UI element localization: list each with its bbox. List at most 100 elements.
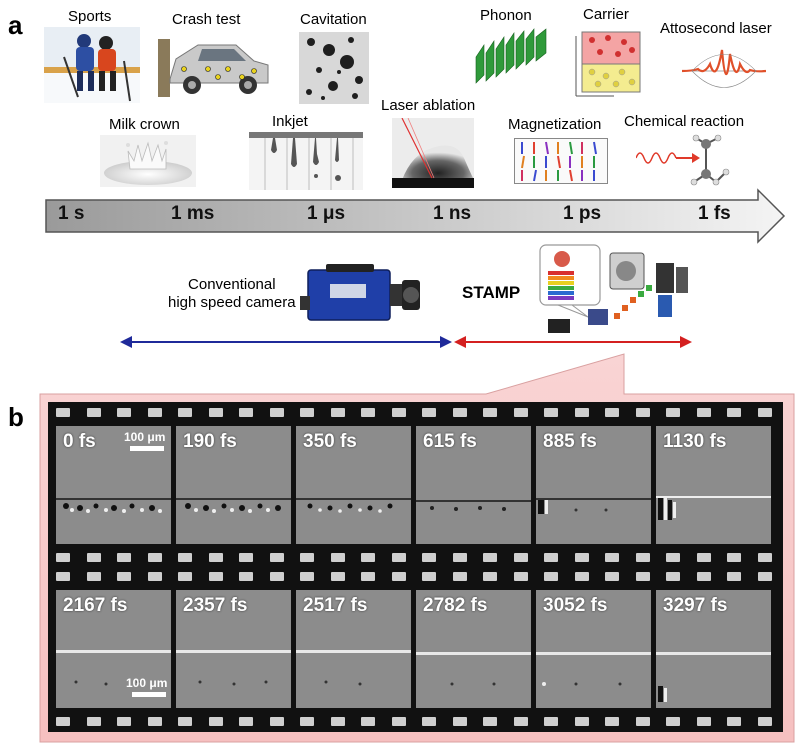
frame-row2-5: 3297 fs bbox=[656, 590, 771, 708]
film-sprocket-hole bbox=[147, 717, 162, 726]
scale-bar bbox=[130, 446, 164, 451]
chemical-reaction-image bbox=[636, 134, 730, 186]
frame-row1-4: 885 fs bbox=[536, 426, 651, 544]
film-sprocket-hole bbox=[483, 408, 497, 417]
frame-row2-0: 2167 fs 100 μm bbox=[56, 590, 171, 708]
film-sprocket-hole bbox=[513, 717, 528, 726]
film-sprocket-hole bbox=[147, 572, 162, 581]
frame-time-label: 2167 fs bbox=[63, 595, 128, 616]
frame-row1-1: 190 fs bbox=[176, 426, 291, 544]
film-sprocket-hole bbox=[330, 717, 345, 726]
film-sprocket-hole bbox=[86, 717, 101, 726]
film-sprocket-hole bbox=[605, 572, 619, 581]
label-magnetization: Magnetization bbox=[508, 116, 602, 133]
label-conventional-camera: Conventional high speed camera bbox=[168, 276, 296, 312]
sports-image bbox=[44, 27, 140, 103]
timescale-tick-1fs: 1 fs bbox=[698, 203, 731, 224]
film-sprocket-hole bbox=[361, 408, 375, 417]
film-sprocket-hole bbox=[117, 717, 131, 726]
film-sprocket-hole bbox=[727, 717, 741, 726]
film-sprocket-hole bbox=[391, 408, 406, 417]
film-sprocket-hole bbox=[86, 553, 101, 562]
film-sprocket-hole bbox=[56, 717, 70, 726]
film-sprocket-hole bbox=[757, 717, 772, 726]
film-sprocket-hole bbox=[361, 572, 375, 581]
film-sprocket-hole bbox=[635, 553, 650, 562]
film-sprocket-hole bbox=[757, 572, 772, 581]
film-sprocket-hole bbox=[544, 717, 558, 726]
label-chemical-reaction: Chemical reaction bbox=[624, 113, 745, 130]
film-sprocket-hole bbox=[422, 408, 436, 417]
frame-row2-1: 2357 fs bbox=[176, 590, 291, 708]
film-sprocket-hole bbox=[208, 553, 223, 562]
label-stamp: STAMP bbox=[462, 283, 521, 302]
film-sprocket-hole bbox=[208, 717, 223, 726]
film-sprocket-hole bbox=[483, 572, 497, 581]
high-speed-camera-image bbox=[300, 264, 420, 321]
film-sprocket-hole bbox=[544, 553, 558, 562]
frame-time-label: 2782 fs bbox=[423, 595, 488, 616]
film-sprocket-hole bbox=[574, 717, 589, 726]
label-carrier: Carrier bbox=[583, 6, 629, 23]
film-sprocket-hole bbox=[86, 408, 101, 417]
film-sprocket-hole bbox=[330, 572, 345, 581]
film-sprocket-hole bbox=[269, 408, 284, 417]
frame-time-label: 615 fs bbox=[423, 431, 477, 452]
film-sprocket-hole bbox=[330, 553, 345, 562]
label-laser-ablation: Laser ablation bbox=[381, 97, 476, 114]
film-sprocket-hole bbox=[300, 553, 314, 562]
frame-time-label: 2357 fs bbox=[183, 595, 248, 616]
film-sprocket-hole bbox=[239, 717, 253, 726]
film-sprocket-hole bbox=[666, 553, 680, 562]
attosecond-laser-image bbox=[682, 49, 766, 88]
label-attosecond-laser: Attosecond laser bbox=[660, 20, 772, 37]
film-sprocket-hole bbox=[269, 553, 284, 562]
film-sprocket-hole bbox=[483, 553, 497, 562]
frame-row1-2: 350 fs bbox=[296, 426, 411, 544]
filmstrip-row-2: 2167 fs 100 μm 2357 fs 2517 fs 2782 fs bbox=[48, 566, 783, 732]
film-sprocket-hole bbox=[727, 408, 741, 417]
frame-row1-3: 615 fs bbox=[416, 426, 531, 544]
film-sprocket-hole bbox=[391, 553, 406, 562]
film-sprocket-hole bbox=[696, 553, 711, 562]
film-sprocket-hole bbox=[452, 717, 467, 726]
film-sprocket-hole bbox=[696, 408, 711, 417]
timescale-tick-1ms: 1 ms bbox=[171, 203, 215, 224]
film-sprocket-hole bbox=[666, 717, 680, 726]
laser-ablation-image bbox=[392, 118, 474, 188]
film-sprocket-hole bbox=[269, 572, 284, 581]
milk-crown-image bbox=[100, 135, 196, 187]
film-sprocket-hole bbox=[513, 553, 528, 562]
film-sprocket-hole bbox=[300, 572, 314, 581]
film-sprocket-hole bbox=[635, 717, 650, 726]
film-sprocket-hole bbox=[56, 572, 70, 581]
film-sprocket-hole bbox=[361, 553, 375, 562]
frame-row2-2: 2517 fs bbox=[296, 590, 411, 708]
frame-row1-5: 1130 fs bbox=[656, 426, 771, 544]
film-sprocket-hole bbox=[178, 553, 192, 562]
frame-time-label: 2517 fs bbox=[303, 595, 368, 616]
film-sprocket-hole bbox=[117, 408, 131, 417]
film-sprocket-hole bbox=[696, 572, 711, 581]
film-sprocket-hole bbox=[56, 408, 70, 417]
film-sprocket-hole bbox=[727, 572, 741, 581]
film-sprocket-hole bbox=[574, 572, 589, 581]
range-arrows bbox=[120, 336, 692, 348]
film-sprocket-hole bbox=[544, 572, 558, 581]
frame-row1-0: 0 fs 100 μm bbox=[56, 426, 171, 544]
film-sprocket-hole bbox=[605, 408, 619, 417]
film-sprocket-hole bbox=[208, 408, 223, 417]
phonon-image bbox=[475, 28, 547, 84]
film-sprocket-hole bbox=[574, 408, 589, 417]
magnetization-image bbox=[514, 138, 608, 184]
scale-bar bbox=[132, 692, 166, 697]
scale-bar-label: 100 μm bbox=[124, 430, 166, 444]
film-sprocket-hole bbox=[757, 553, 772, 562]
filmstrip-row-1: 0 fs 100 μm 190 fs 350 fs 615 fs bbox=[48, 402, 783, 568]
frame-time-label: 1130 fs bbox=[663, 431, 727, 452]
film-sprocket-hole bbox=[239, 572, 253, 581]
film-sprocket-hole bbox=[513, 572, 528, 581]
frame-row2-4: 3052 fs bbox=[536, 590, 651, 708]
film-sprocket-hole bbox=[605, 553, 619, 562]
label-sports: Sports bbox=[68, 8, 112, 25]
